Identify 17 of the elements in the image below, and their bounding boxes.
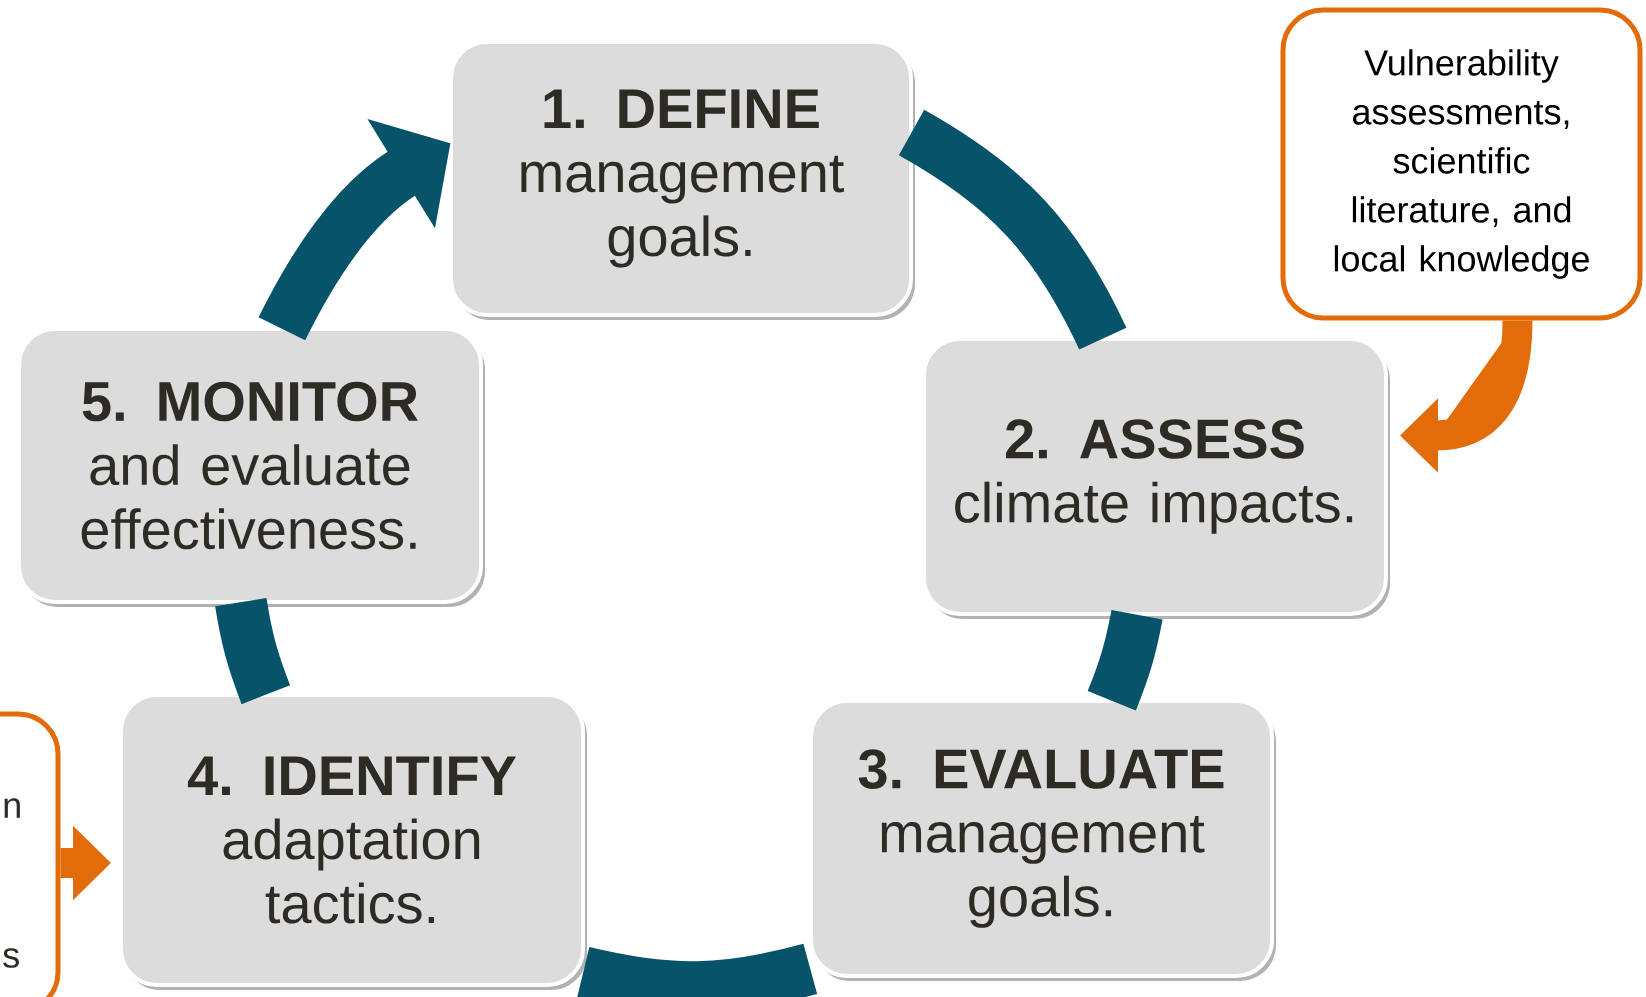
callout-text: Vulnerability assessments, scientific literature, and local knowledge [1334, 49, 1589, 279]
step-heading: 2. ASSESS [1006, 419, 1304, 459]
step-heading: 3. EVALUATE [858, 749, 1224, 789]
step-description: management goals. [521, 155, 844, 268]
step-description: management goals. [881, 816, 1205, 928]
callout-box [0, 711, 61, 997]
callout-box [1280, 7, 1643, 321]
callout-text: n [4, 798, 20, 818]
step-box [119, 693, 587, 990]
callout-text: s [3, 948, 19, 968]
step-description: and evaluate effectiveness. [81, 444, 416, 550]
step-box [809, 699, 1276, 981]
step-heading: 5. MONITOR [82, 381, 418, 422]
step-description: climate impacts. [955, 481, 1353, 534]
step-heading: 1. DEFINE [544, 89, 819, 128]
step-heading: 4. IDENTIFY [187, 756, 517, 795]
step-description: adaptation tactics. [223, 818, 480, 924]
